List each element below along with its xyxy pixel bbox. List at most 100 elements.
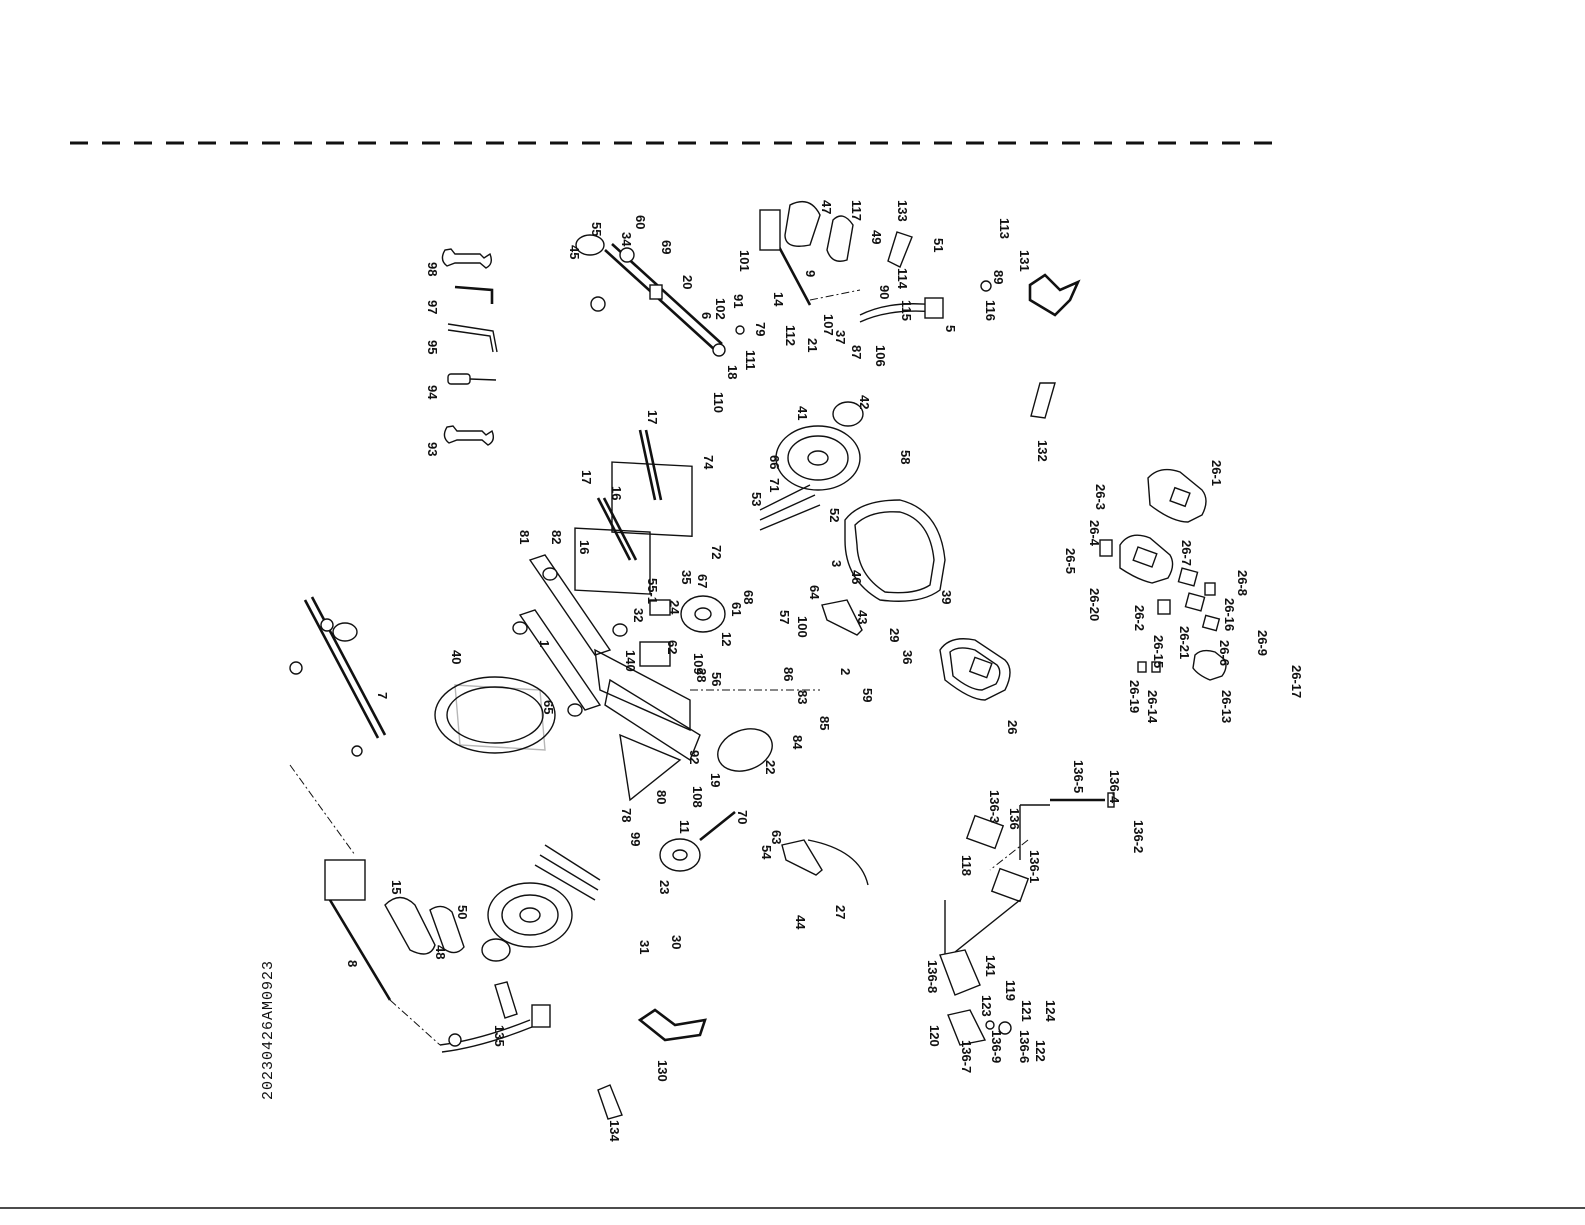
part-label-26-13: 26-13 <box>1219 690 1234 723</box>
part-label-26-7: 26-7 <box>1179 540 1194 566</box>
part-label-116: 116 <box>983 300 998 321</box>
part-label-68: 68 <box>741 590 756 604</box>
wrench-98-icon <box>441 248 493 269</box>
part-label-43: 43 <box>855 610 870 624</box>
part-label-16a: 16 <box>609 486 624 500</box>
part-label-48: 48 <box>433 945 448 959</box>
part-label-26-6: 26-6 <box>1217 640 1232 666</box>
part-label-117: 117 <box>849 200 864 221</box>
part-label-31: 31 <box>637 940 652 954</box>
part-label-91: 91 <box>731 294 746 308</box>
part-label-45: 45 <box>567 245 582 259</box>
part-label-70: 70 <box>735 810 750 824</box>
part-label-112: 112 <box>783 325 798 346</box>
part-label-136: 136 <box>1007 808 1022 830</box>
part-label-92: 92 <box>687 750 702 764</box>
part-label-136-5: 136-5 <box>1071 760 1086 793</box>
part-label-26-20: 26-20 <box>1087 588 1102 621</box>
part-label-64: 64 <box>807 585 822 600</box>
part-label-41: 41 <box>795 406 810 420</box>
part-label-26-5: 26-5 <box>1063 548 1078 574</box>
part-label-71: 71 <box>767 478 782 492</box>
part-label-115: 115 <box>899 300 914 321</box>
part-label-72: 72 <box>709 545 724 559</box>
part-label-26-17: 26-17 <box>1289 665 1304 698</box>
part-label-136-1: 136-1 <box>1027 850 1042 883</box>
part-label-101: 101 <box>737 250 752 272</box>
part-label-26-2: 26-2 <box>1132 605 1147 631</box>
part-label-136-4: 136-4 <box>1107 770 1122 804</box>
part-label-97: 97 <box>425 300 440 314</box>
part-label-54: 54 <box>759 845 774 860</box>
part-label-12: 12 <box>719 632 734 646</box>
part-label-134: 134 <box>607 1120 622 1142</box>
part-label-53: 53 <box>749 492 764 506</box>
part-label-26-14: 26-14 <box>1145 690 1160 724</box>
part-label-107: 107 <box>821 314 836 336</box>
lower-flywheel-41 <box>481 844 601 962</box>
part-label-20: 20 <box>680 275 695 289</box>
hex-key-97-icon <box>454 285 494 304</box>
part-label-86: 86 <box>781 667 796 681</box>
part-label-74: 74 <box>701 455 716 470</box>
part-label-15: 15 <box>389 880 404 894</box>
part-label-17a: 17 <box>645 410 660 424</box>
part-label-16b: 16 <box>577 540 592 554</box>
part-label-32: 32 <box>631 608 646 622</box>
part-label-90: 90 <box>877 285 892 299</box>
part-label-26-15: 26-15 <box>1151 635 1166 668</box>
link-line-lower <box>389 999 441 1046</box>
part-label-55: 55 <box>589 222 604 236</box>
part-label-2: 2 <box>838 668 853 675</box>
part-label-136-9: 136-9 <box>989 1030 1004 1063</box>
part-label-19: 19 <box>708 773 723 787</box>
part-label-52: 52 <box>827 508 842 522</box>
part-label-123: 123 <box>979 995 994 1017</box>
part-label-9: 9 <box>803 270 818 277</box>
link-line-left <box>289 764 356 856</box>
part-label-46: 46 <box>849 570 864 584</box>
part-label-5: 5 <box>943 325 958 332</box>
upper-flywheel-41 <box>759 401 864 531</box>
part-label-27: 27 <box>833 905 848 919</box>
part-label-111: 111 <box>743 350 758 370</box>
part-label-65: 65 <box>541 700 556 714</box>
part-label-114: 114 <box>895 268 910 290</box>
part-label-102: 102 <box>713 298 728 320</box>
part-label-6: 6 <box>699 312 714 319</box>
part-label-3: 3 <box>829 560 844 567</box>
part-label-22: 22 <box>763 760 778 774</box>
cable-27-icon <box>807 839 869 886</box>
part-label-61: 61 <box>729 602 744 616</box>
part-label-35: 35 <box>679 570 694 584</box>
part-label-51: 51 <box>931 238 946 252</box>
part-label-120: 120 <box>927 1025 942 1047</box>
part-label-122: 122 <box>1033 1040 1048 1062</box>
part-label-11: 11 <box>677 820 692 834</box>
part-label-131: 131 <box>1017 250 1032 272</box>
part-label-44: 44 <box>793 915 808 930</box>
screwdriver-94-icon <box>447 373 497 385</box>
bracket-44-icon <box>781 839 823 876</box>
part-label-80: 80 <box>654 790 669 804</box>
part-labels: 1235678911121415161617171819202122232426… <box>345 200 1304 1142</box>
part-label-81: 81 <box>517 530 532 544</box>
lower-handlebar-assembly <box>289 596 387 757</box>
part-label-83: 83 <box>795 690 810 704</box>
part-label-121: 121 <box>1019 1000 1034 1022</box>
part-label-59: 59 <box>860 688 875 702</box>
part-label-26-8: 26-8 <box>1235 570 1250 596</box>
part-label-136-8: 136-8 <box>925 960 940 993</box>
part-label-84: 84 <box>790 735 805 750</box>
part-label-67: 67 <box>695 574 710 588</box>
part-label-40: 40 <box>449 650 464 664</box>
part-label-132: 132 <box>1035 440 1050 462</box>
part-label-29: 29 <box>887 628 902 642</box>
upper-pedal-arm-assembly <box>759 201 1056 419</box>
handle-131-icon <box>1028 273 1081 317</box>
part-label-109: 109 <box>691 653 706 675</box>
part-label-8: 8 <box>345 960 360 967</box>
part-label-21: 21 <box>805 338 820 352</box>
part-label-30: 30 <box>669 935 684 949</box>
